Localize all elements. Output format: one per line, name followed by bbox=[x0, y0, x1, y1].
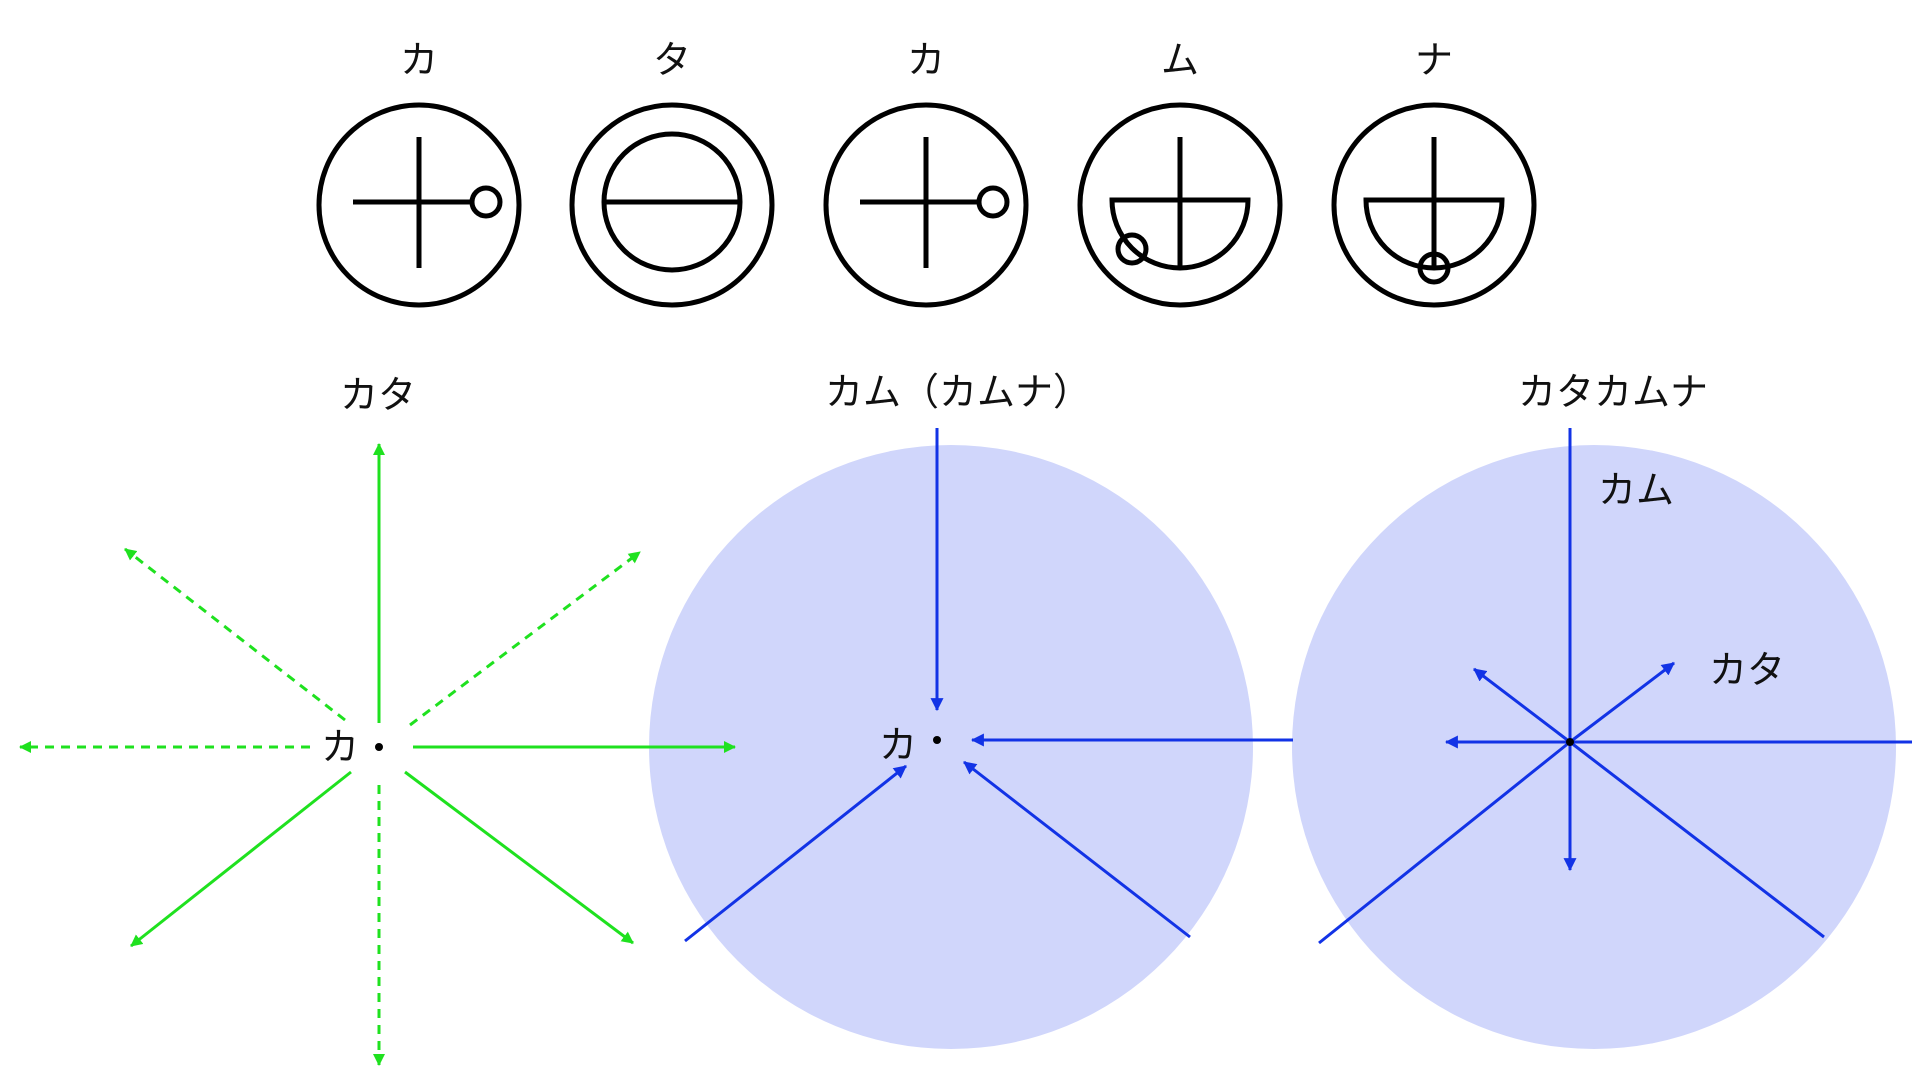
blue-arrow-up-left bbox=[1473, 667, 1571, 744]
right-field-circle bbox=[1292, 445, 1896, 1049]
blue-arrow-in-from-lower-right bbox=[963, 760, 1191, 939]
right-panel-title: カタカムナ bbox=[1518, 370, 1708, 414]
left-panel-title: カタ bbox=[340, 373, 416, 417]
blue-arrow-in-from-lower-left bbox=[684, 764, 907, 943]
middle-center-label: カ bbox=[879, 723, 917, 767]
symbol-small-dot-circle bbox=[469, 185, 503, 219]
left-panel-kata: カタ カ bbox=[19, 373, 736, 1066]
right-label-kamu: カム bbox=[1598, 468, 1674, 512]
left-center-label: カ bbox=[321, 725, 359, 769]
symbol-outer-circle bbox=[569, 102, 775, 308]
symbol-label-ta: タ bbox=[653, 38, 691, 82]
blue-arrow-up-right bbox=[1569, 661, 1675, 744]
symbol-ta: タ bbox=[569, 38, 775, 308]
middle-panel-kamu: カム（カムナ） カ bbox=[684, 370, 1293, 943]
symbol-small-dot-circle bbox=[976, 185, 1010, 219]
symbol-outer-circle bbox=[1077, 102, 1283, 308]
symbol-outer-circle bbox=[823, 102, 1029, 308]
symbol-ka-1: カ bbox=[316, 38, 522, 308]
middle-field-circle bbox=[649, 445, 1253, 1049]
symbol-ka-2: カ bbox=[823, 38, 1029, 308]
symbol-bowl bbox=[1363, 197, 1505, 271]
left-center-dot bbox=[375, 743, 383, 751]
symbol-bowl bbox=[1109, 197, 1251, 271]
green-arrow-down-right bbox=[404, 770, 634, 945]
symbol-label-ka-2: カ bbox=[907, 38, 945, 82]
symbol-outer-circle bbox=[316, 102, 522, 308]
symbol-label-ka-1: カ bbox=[400, 38, 438, 82]
middle-panel-title: カム（カムナ） bbox=[825, 370, 1091, 414]
symbol-mu: ム bbox=[1077, 38, 1283, 308]
green-dashed-arrow-up-right bbox=[409, 550, 641, 727]
right-panel-katakamuna: カタカムナ カム カタ bbox=[1318, 370, 1912, 945]
symbol-row: カ タ カ ム bbox=[316, 38, 1537, 308]
right-label-kata: カタ bbox=[1709, 648, 1785, 692]
symbol-na: ナ bbox=[1331, 38, 1537, 308]
right-center-dot bbox=[1566, 738, 1574, 746]
symbol-small-dot-circle bbox=[1417, 251, 1451, 285]
symbol-label-mu: ム bbox=[1161, 38, 1199, 82]
symbol-label-na: ナ bbox=[1415, 38, 1453, 82]
symbol-outer-circle bbox=[1331, 102, 1537, 308]
blue-line-from-lower-right bbox=[1569, 740, 1825, 939]
middle-center-dot bbox=[933, 736, 941, 744]
symbol-small-dot-circle bbox=[1115, 232, 1149, 266]
green-arrow-down-left bbox=[130, 770, 352, 948]
blue-line-from-lower-left bbox=[1318, 740, 1571, 945]
green-dashed-arrow-up-left bbox=[124, 547, 346, 722]
